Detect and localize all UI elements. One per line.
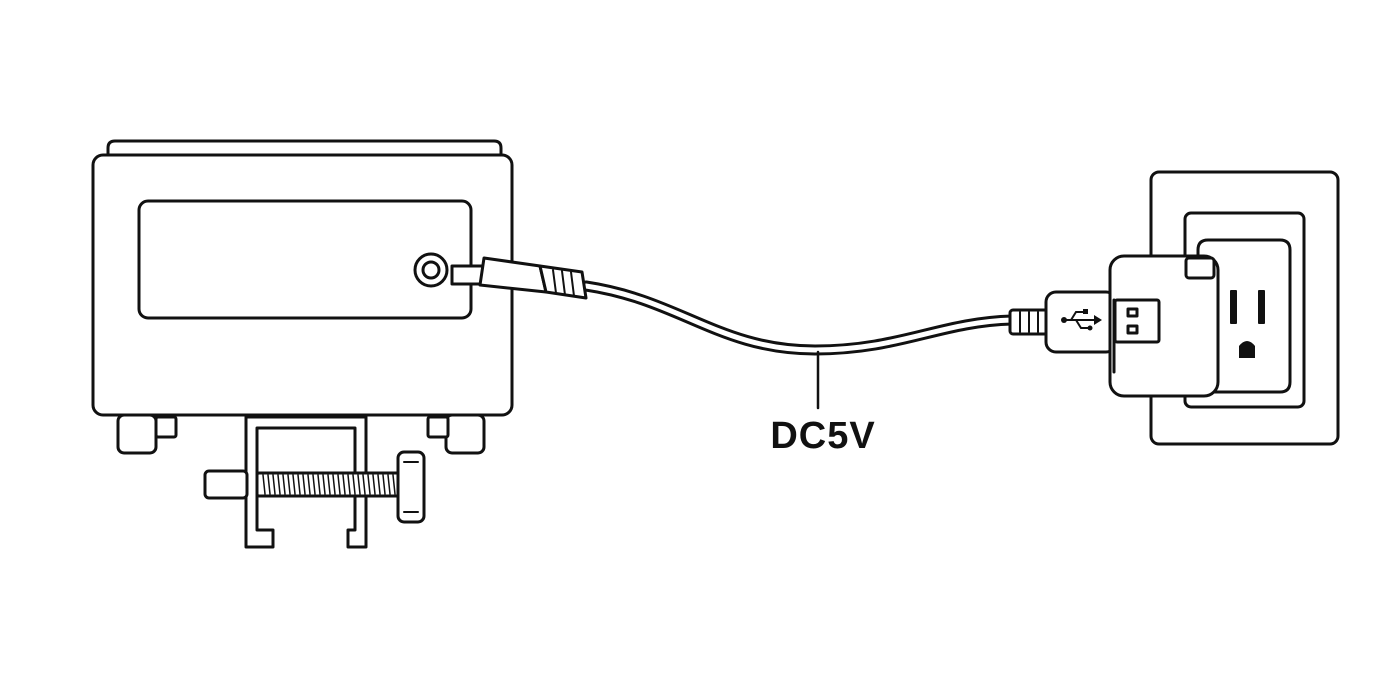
screw-thread xyxy=(352,474,356,495)
screw-thread xyxy=(392,474,396,495)
screw-thread xyxy=(372,474,376,495)
cable-label: DC5V xyxy=(770,415,875,457)
screw-thread xyxy=(337,474,341,495)
screw-thread xyxy=(387,474,391,495)
dc-barrel-plug xyxy=(450,256,588,300)
usb-cable xyxy=(580,280,1018,356)
mount-clamp xyxy=(203,415,426,549)
device-foot-left xyxy=(116,413,178,455)
screw-thread xyxy=(282,474,286,495)
screw-thread xyxy=(377,474,381,495)
clamp-knob xyxy=(396,450,426,524)
screw-thread xyxy=(382,474,386,495)
screw-thread xyxy=(357,474,361,495)
cable-label-group: DC5V xyxy=(770,350,875,457)
usb-power-adapter xyxy=(1108,254,1220,398)
screw-thread xyxy=(312,474,316,495)
screw-thread xyxy=(277,474,281,495)
screw-thread xyxy=(307,474,311,495)
dc-input-jack xyxy=(413,252,449,288)
outlet-receptacle xyxy=(1196,238,1292,394)
screw-thread xyxy=(367,474,371,495)
screw-thread xyxy=(292,474,296,495)
device-foot-right xyxy=(426,413,486,455)
screw-thread xyxy=(287,474,291,495)
screw-thread xyxy=(342,474,346,495)
device-label-panel xyxy=(137,199,473,320)
usb-symbol-icon xyxy=(1061,309,1102,331)
screw-thread xyxy=(327,474,331,495)
screw-thread xyxy=(262,474,266,495)
screw-thread xyxy=(272,474,276,495)
screw-thread xyxy=(332,474,336,495)
screw-thread xyxy=(267,474,271,495)
screw-thread xyxy=(302,474,306,495)
screw-thread xyxy=(317,474,321,495)
usb-plug-tip xyxy=(1113,298,1161,344)
clamp-screw xyxy=(255,471,409,498)
screw-thread xyxy=(322,474,326,495)
screw-thread xyxy=(362,474,366,495)
screw-thread xyxy=(297,474,301,495)
device-box xyxy=(91,139,514,455)
screw-thread xyxy=(347,474,351,495)
